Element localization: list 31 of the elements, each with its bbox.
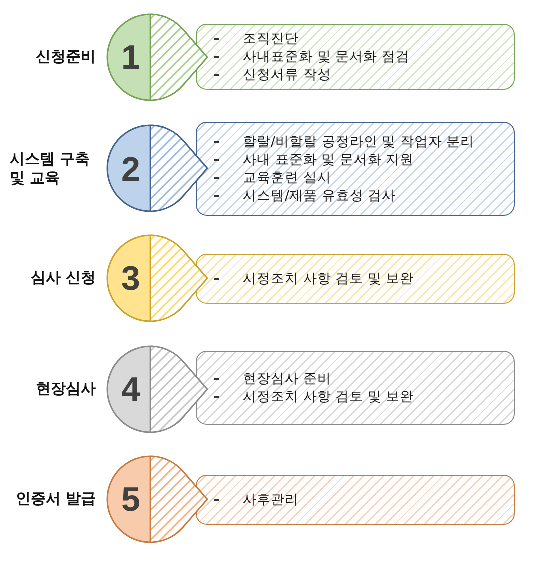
teardrop-marker [106,124,208,213]
list-item-text: 사후관리 [243,491,299,509]
step-number: 4 [122,373,140,407]
list-item-text: 할랄/비할랄 공정라인 및 작업자 분리 [243,133,475,151]
content-box [196,122,515,216]
list-item-text: 시정조치 사항 검토 및 보완 [243,270,414,288]
list-item-text: 시스템/제품 유효성 검사 [243,187,396,205]
step-label: 심사 신청 [30,268,96,288]
list-item-text: 교육훈련 실시 [243,169,332,187]
teardrop-marker [106,12,208,102]
step-label: 신청준비 [36,48,96,66]
step-label: 시스템 구축 및 교육 [10,150,92,188]
content-box [196,475,515,525]
step-label: 현장심사 [36,380,96,398]
teardrop-marker [106,234,208,322]
step-number: 5 [122,483,140,517]
content-box [196,351,515,425]
list-item-text: 사내 표준화 및 문서화 지원 [243,151,414,169]
list-item-text: 조직진단 [243,30,299,48]
list-item-text: 현장심사 준비 [243,370,332,388]
step-number: 3 [122,262,140,296]
list-item-text: 사내표준화 및 문서화 점검 [243,48,410,66]
list-item-text: 신청서류 작성 [243,66,332,84]
step-label: 인증서 발급 [16,490,96,508]
list-item-text: 시정조치 사항 검토 및 보완 [243,388,414,406]
teardrop-marker [106,454,208,544]
content-box [196,24,515,90]
teardrop-marker [106,344,208,434]
step-number: 2 [122,152,140,186]
content-box [196,254,515,304]
step-number: 1 [122,41,140,75]
